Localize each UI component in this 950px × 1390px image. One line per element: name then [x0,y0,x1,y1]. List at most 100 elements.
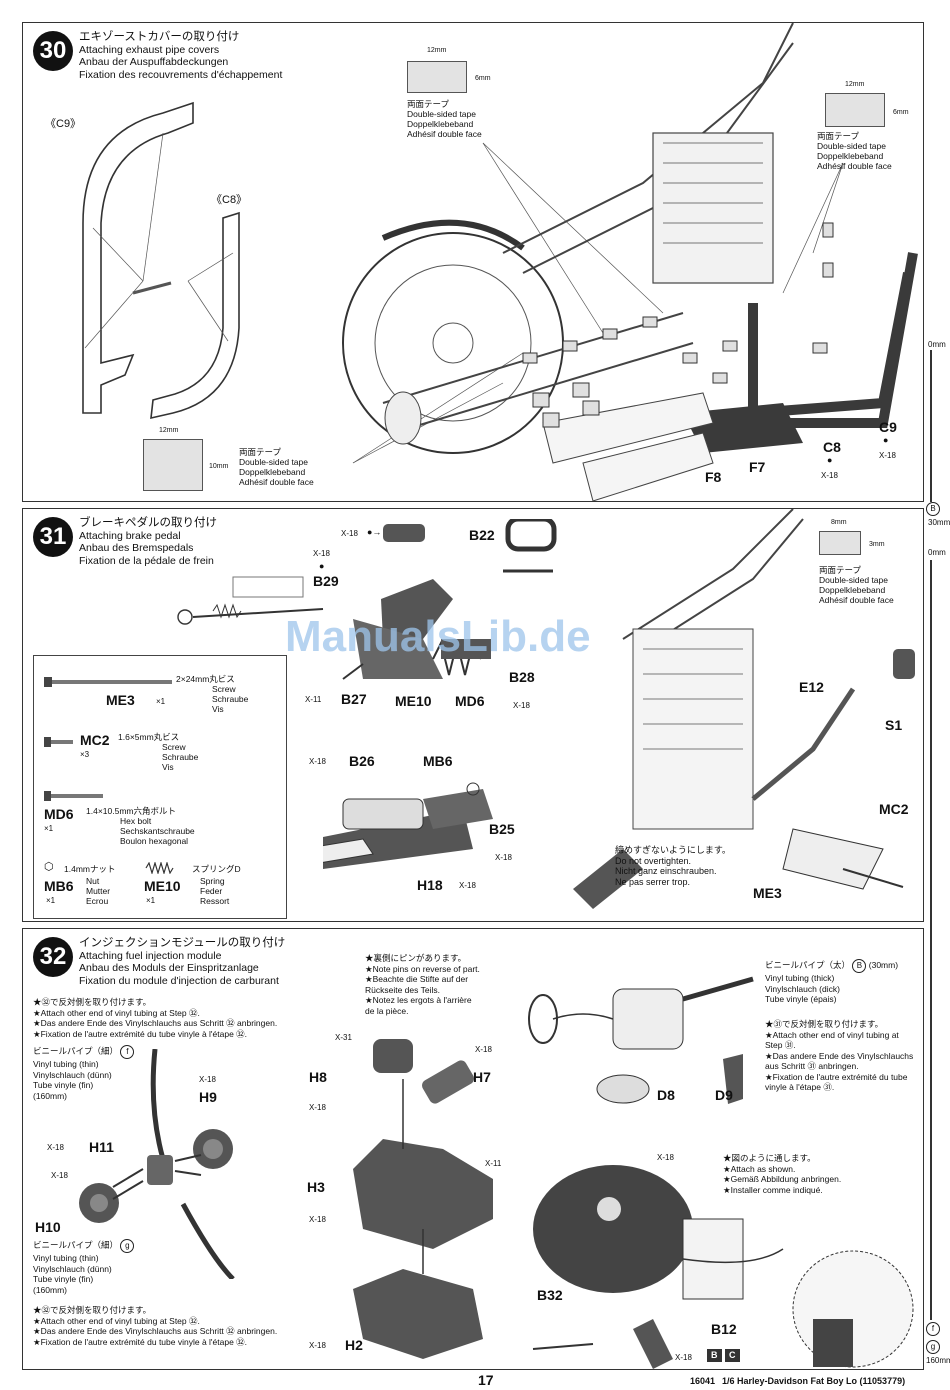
step-32-title-en: Attaching fuel injection module [79,949,222,962]
label-b22: B22 [469,527,495,543]
part-mc2-code: MC2 [80,732,110,748]
ruler-g-length: 160mm [926,1356,950,1365]
step-30-number: 30 [33,31,73,71]
label-x18-h7: X-18 [475,1045,492,1054]
step-30-panel: 30 エキゾーストカバーの取り付け Attaching exhaust pipe… [22,22,924,502]
motorcycle-exhaust-drawing [342,23,918,501]
label-c8-tool: X-18 [821,471,838,480]
part-me10-jp: スプリングD [192,864,241,874]
part-mc2-qty: ×3 [80,750,90,759]
label-x18-h9: X-18 [199,1075,216,1084]
ruler-b-length: 30mm [928,518,950,527]
step-31-panel: 31 ブレーキペダルの取り付け Attaching brake pedal An… [22,508,924,922]
part-mb6-code: MB6 [44,878,74,894]
label-c9: C9 [879,419,897,435]
part-md6-qty: ×1 [44,824,54,833]
label-b25: B25 [489,821,515,837]
injection-module-exploded-drawing [353,1039,493,1359]
note-attach-other-end-1: ★㉜で反対側を取り付けます。 ★Attach other end of viny… [33,997,278,1039]
bolt-md6-icon [44,791,103,801]
label-b12: B12 [711,1321,737,1337]
part-mb6-jp: 1.4mmナット [64,864,116,874]
label-h8-tool: X-18 [309,1103,326,1112]
note-attach-other-end-2: ★㉜で反対側を取り付けます。 ★Attach other end of viny… [33,1305,278,1347]
step-30-titles: エキゾーストカバーの取り付け Attaching exhaust pipe co… [79,31,282,81]
footer-title: 1/6 Harley-Davidson Fat Boy Lo (11053779… [722,1376,906,1386]
part-md6-code: MD6 [44,806,74,822]
label-h18: H18 [417,877,443,893]
air-cleaner-drawing [532,1165,914,1369]
tape-bottom-width: 12mm [159,427,179,434]
nut-mb6-icon: ⬡ [44,861,54,873]
label-f7: F7 [749,459,766,475]
ruler-b-bar [930,350,932,502]
label-b25-tool: X-18 [495,853,512,862]
ruler-mid-mark: 0mm [928,548,946,557]
tube-b-info: ビニールパイプ（太） B (30mm) Vinyl tubing (thick)… [765,959,899,1004]
label-e12: E12 [799,679,824,695]
tape-right-label: 両面テープ Double-sided tape Doppelklebeband … [817,131,892,171]
label-c8: C8 [823,439,841,455]
label-h7: H7 [473,1069,491,1085]
brake-linkage-sketch [177,576,324,625]
step-32-number: 32 [33,937,73,977]
brake-pedal-exploded-drawing [323,519,557,869]
label-c9-dot: ● [883,435,889,445]
label-x18-a-dot: ●→ [367,527,382,537]
tape-right-swatch [825,93,885,127]
ruler-f-label: f [926,1322,940,1336]
label-x18-h10: X-18 [51,1171,68,1180]
tape-top-swatch [407,61,467,93]
tape-bottom-label: 両面テープ Double-sided tape Doppelklebeband … [239,447,314,487]
label-c9-tool: X-18 [879,451,896,460]
throttle-body-drawing [528,976,754,1104]
label-x31: X-31 [335,1033,352,1042]
tube-f-code: f [120,1045,135,1059]
tube-f-info: ビニールパイプ（細） f Vinyl tubing (thin) Vinylsc… [33,1045,135,1101]
note-attach-other-end-3: ★㉛で反対側を取り付けます。 ★Attach other end of viny… [765,1019,914,1092]
footer-code: 16041 [690,1376,716,1386]
step-31-title-de: Anbau des Bremspedals [79,542,194,554]
tape-31-width: 8mm [831,519,847,526]
label-b27: B27 [341,691,367,707]
tube-b-code: B [852,959,867,973]
label-s1: S1 [885,717,903,733]
label-b12-tool: X-18 [675,1353,692,1362]
label-x18-b: X-18 [313,549,330,558]
label-h2: H2 [345,1337,363,1353]
ruler-b-label: B [926,502,940,516]
c8-cover-drawing [150,211,240,420]
label-x18-h11: X-18 [47,1143,64,1152]
label-x18-c: X-18 [309,757,326,766]
label-x11-32: X-11 [485,1159,502,1168]
frame-brake-pedal-drawing [573,509,915,909]
step-32-title-de: Anbau des Moduls der Einspritzanlage [79,962,259,974]
tape-bottom-swatch [143,439,203,491]
label-x18-a: X-18 [341,529,358,538]
tape-top-width: 12mm [427,47,447,54]
label-mb6: MB6 [423,753,453,769]
label-b28: B28 [509,669,535,685]
step-31-title-en: Attaching brake pedal [79,529,181,542]
label-c8-dot: ● [827,455,833,465]
label-h10: H10 [35,1219,61,1235]
screw-mc2-icon [44,737,73,747]
label-h3: H3 [307,1179,325,1195]
tube-g-code: g [120,1239,135,1253]
step-31-number: 31 [33,517,73,557]
note-attach-as-shown: ★図のように通します。 ★Attach as shown. ★Gemäß Abb… [723,1153,842,1195]
ruler-fg-bar [930,560,932,1320]
part-mb6-qty: ×1 [46,896,56,905]
label-b29-dot: ● [319,561,325,571]
step-31-titles: ブレーキペダルの取り付け Attaching brake pedal Anbau… [79,517,217,567]
label-h8: H8 [309,1069,327,1085]
tape-31-height: 3mm [869,541,885,548]
label-f8: F8 [705,469,722,485]
label-h11: H11 [89,1139,114,1155]
part-mc2-desc: 1.6×5mm丸ビス Screw Schraube Vis [118,732,199,772]
label-md6: MD6 [455,693,485,709]
tape-top-height: 6mm [475,75,491,82]
label-b29: B29 [313,573,339,589]
tape-bottom-height: 10mm [209,463,229,470]
h9-h10-h11-assembly-drawing [79,1049,235,1279]
